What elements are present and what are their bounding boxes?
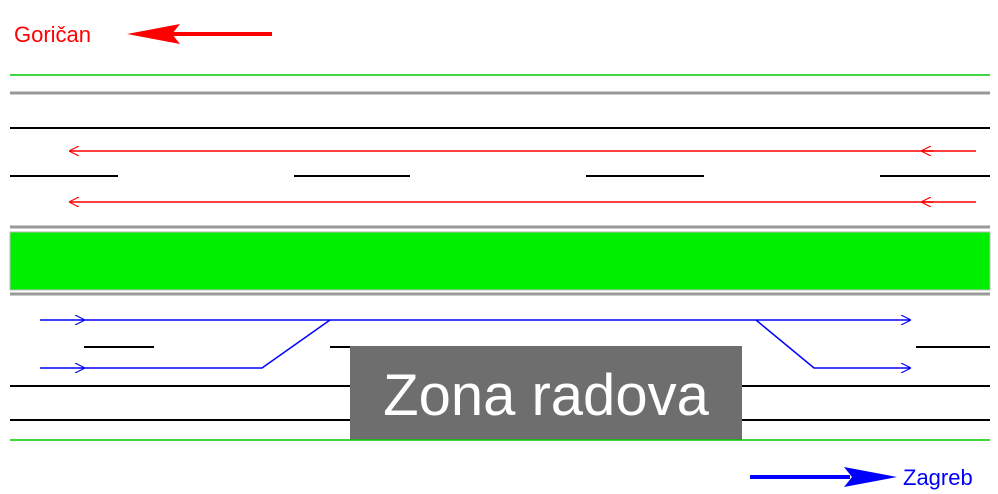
- direction-south-arrow-head: [844, 467, 897, 487]
- northbound-lanes: [70, 151, 976, 202]
- work-zone-label: Zona radova: [383, 363, 709, 428]
- direction-north: Goričan: [14, 22, 272, 47]
- direction-north-arrow-head: [127, 24, 180, 44]
- direction-north-label: Goričan: [14, 22, 91, 47]
- lane-merge-path-in: [84, 319, 331, 369]
- work-zone-block: [350, 346, 742, 440]
- lane-merge-path-out: [755, 319, 910, 368]
- direction-south: Zagreb: [750, 465, 973, 490]
- direction-south-label: Zagreb: [903, 465, 973, 490]
- southbound-lanes: [40, 320, 910, 368]
- work-zone: Zona radova: [350, 346, 742, 440]
- median-strip: [9, 231, 991, 291]
